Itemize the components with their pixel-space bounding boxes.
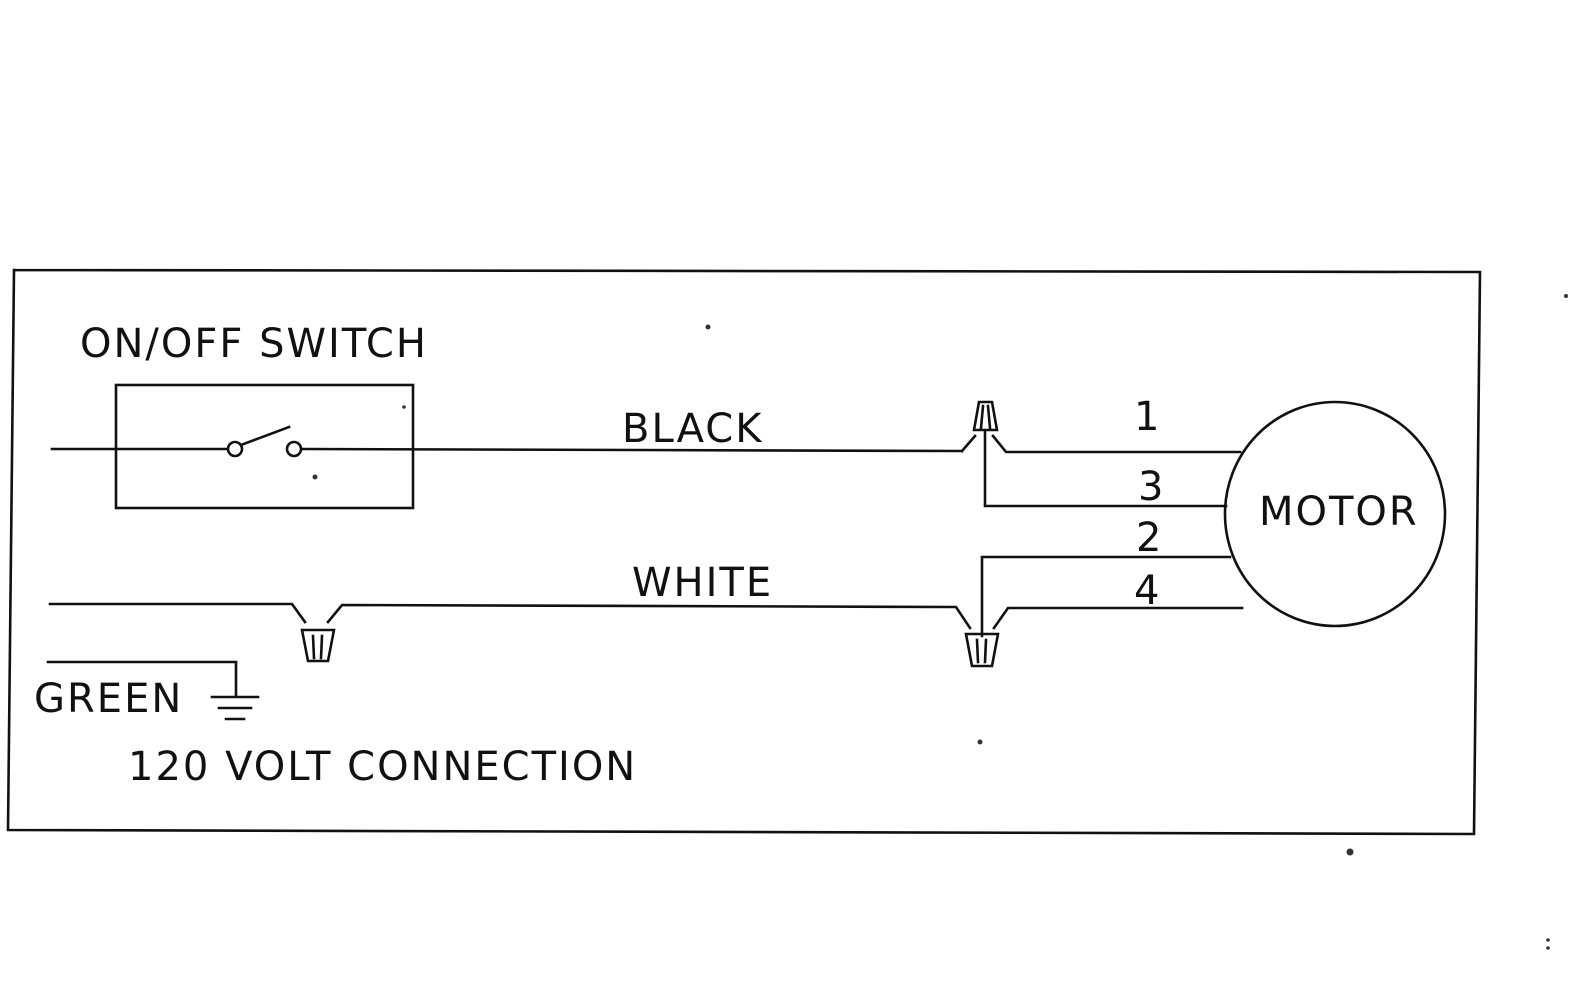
diagram-frame <box>6 268 1482 836</box>
switch-contact-icon <box>226 425 303 458</box>
motor-label: MOTOR <box>1259 489 1419 535</box>
ground-icon <box>210 695 260 721</box>
wire-nut-icon <box>300 628 336 663</box>
white-wire-label: WHITE <box>632 560 773 606</box>
scan-specks <box>312 294 1568 950</box>
wire-nut-icon <box>964 632 1000 668</box>
terminal-1-label: 1 <box>1134 394 1159 440</box>
connection-label: 120 VOLT CONNECTION <box>128 744 637 790</box>
green-wire <box>46 660 238 697</box>
black-wire-label: BLACK <box>622 406 763 452</box>
green-wire-label: GREEN <box>34 676 183 722</box>
motor-symbol <box>1223 400 1447 628</box>
wire-nut-icon <box>972 400 999 432</box>
switch-box <box>114 383 415 510</box>
terminal-2-label: 2 <box>1136 515 1161 561</box>
terminal-3-label: 3 <box>1138 464 1163 510</box>
black-wire <box>50 430 1242 508</box>
switch-label: ON/OFF SWITCH <box>80 321 428 367</box>
terminal-4-label: 4 <box>1134 568 1159 614</box>
white-wire <box>48 555 1244 638</box>
